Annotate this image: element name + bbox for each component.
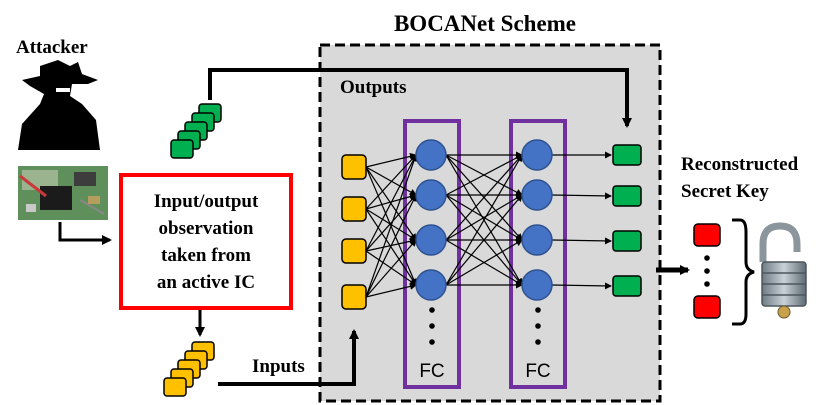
connection-edge xyxy=(365,166,417,196)
ellipsis-dot xyxy=(535,339,541,345)
outputs-label: Outputs xyxy=(340,77,407,98)
connection-edge xyxy=(365,194,417,298)
circuit-board-icon xyxy=(18,166,108,220)
reconstructed-line-1: Reconstructed xyxy=(681,154,799,175)
fc-layer-2-box xyxy=(509,119,567,389)
input-node xyxy=(341,196,367,222)
board-to-observation-arrow xyxy=(58,222,112,245)
connection-edge xyxy=(365,152,417,168)
output-node-layer xyxy=(612,144,642,297)
fc-label-1: FC xyxy=(419,361,444,382)
output-node xyxy=(612,144,642,166)
output-node xyxy=(612,275,642,297)
connection-edge xyxy=(445,194,523,286)
network-connections xyxy=(365,151,612,298)
ellipsis-dot xyxy=(704,268,710,274)
neuron xyxy=(521,179,553,211)
connection-edge xyxy=(365,239,417,298)
neuron xyxy=(415,269,447,301)
connection-edge xyxy=(445,154,523,241)
neuron xyxy=(521,139,553,171)
connection-edge xyxy=(445,154,523,286)
scheme-box xyxy=(318,43,662,403)
connection-edge xyxy=(365,154,417,252)
reconstructed-line-2: Secret Key xyxy=(681,181,769,202)
input-node xyxy=(341,284,367,310)
fc-layer-1-box xyxy=(403,119,461,389)
fc-layer-2-neurons xyxy=(521,139,553,345)
key-bit xyxy=(693,295,721,319)
outputs-feed-arrow xyxy=(208,68,632,128)
ellipsis-dot xyxy=(704,281,710,287)
key-bit xyxy=(693,223,721,247)
observation-box xyxy=(119,173,293,310)
input-node-layer xyxy=(341,154,367,310)
neuron xyxy=(415,179,447,211)
ellipsis-dot xyxy=(535,307,541,313)
inputs-label: Inputs xyxy=(252,356,305,377)
ellipsis-dot xyxy=(429,323,435,329)
observed-input-stack xyxy=(163,341,215,397)
observation-line-3: taken from xyxy=(161,245,251,266)
connection-edge xyxy=(445,154,523,196)
observation-line-2: observation xyxy=(159,218,254,239)
neuron xyxy=(415,139,447,171)
connection-edge xyxy=(551,192,612,200)
connection-edge xyxy=(445,194,523,241)
secret-key-bits xyxy=(693,223,721,319)
input-node xyxy=(341,238,367,264)
connection-edge xyxy=(365,154,418,298)
scheme-title: BOCANet Scheme xyxy=(394,11,576,36)
output-node xyxy=(612,230,642,252)
observed-output-stack xyxy=(170,103,222,159)
input-node xyxy=(341,154,367,180)
ellipsis-dot xyxy=(704,255,710,261)
ellipsis-dot xyxy=(429,339,435,345)
observation-line-4: an active IC xyxy=(157,272,255,293)
connection-edge xyxy=(365,194,417,252)
observation-text: Input/output observation taken from an a… xyxy=(154,191,259,293)
neuron xyxy=(521,224,553,256)
neuron xyxy=(415,224,447,256)
ellipsis-dot xyxy=(535,323,541,329)
key-bracket xyxy=(732,218,755,326)
connection-edge xyxy=(365,282,417,298)
connection-edge xyxy=(445,239,523,286)
padlock-icon xyxy=(759,222,807,319)
connection-edge xyxy=(551,237,612,245)
ellipsis-dot xyxy=(429,307,435,313)
neuron xyxy=(521,269,553,301)
inputs-feed-arrow xyxy=(218,329,359,386)
observation-line-1: Input/output xyxy=(154,191,259,212)
connection-edge xyxy=(365,154,417,210)
attacker-label: Attacker xyxy=(16,37,88,58)
connection-edge xyxy=(551,282,612,290)
attacker-silhouette-icon xyxy=(18,60,100,150)
fc-layer-1-neurons xyxy=(415,139,447,345)
output-node xyxy=(612,185,642,207)
fc-label-2: FC xyxy=(525,361,550,382)
